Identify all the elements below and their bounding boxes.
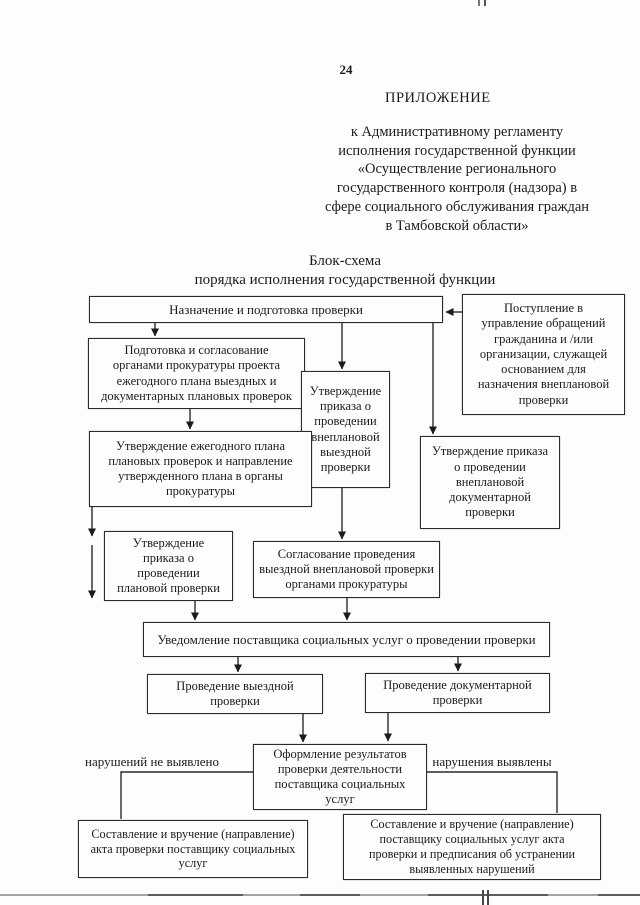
branch-label-no-violations: нарушений не выявлено — [85, 754, 219, 769]
scan-mark-bottom-1 — [482, 890, 484, 905]
branch-label-violations: нарушения выявлены — [432, 754, 552, 769]
flow-box-scheduled-order: Утверждение приказа о проведении планово… — [104, 531, 233, 601]
scan-line-dash-1 — [148, 894, 243, 896]
flow-box-unscheduled-documentary-order: Утверждение приказа о проведении внеплан… — [420, 436, 560, 529]
appendix-heading: ПРИЛОЖЕНИЕ — [385, 90, 491, 106]
flow-box-results-registration: Оформление результатов проверки деятельн… — [253, 744, 427, 810]
flow-box-annual-plan-approval: Утверждение ежегодного плана плановых пр… — [89, 431, 312, 507]
flow-box-incoming-appeals: Поступление в управление обращений гражд… — [462, 294, 625, 415]
flow-box-documentary-inspection: Проведение документарной проверки — [365, 673, 550, 713]
flow-box-notify-provider: Уведомление поставщика социальных услуг … — [143, 622, 550, 657]
flow-box-plan-draft: Подготовка и согласование органами проку… — [88, 338, 305, 409]
flow-box-onsite-inspection: Проведение выездной проверки — [147, 674, 323, 714]
scan-line-dash-4 — [598, 894, 640, 896]
scan-mark-bottom-2 — [487, 890, 489, 905]
flow-box-act-no-violations: Составление и вручение (направление) акт… — [78, 820, 308, 878]
flowchart-title: Блок-схема порядка исполнения государств… — [194, 253, 496, 288]
flow-box-unscheduled-onsite-order: Утверждение приказа о проведении внеплан… — [301, 371, 390, 488]
flow-box-prosecutor-approval: Согласование проведения выездной внеплан… — [253, 541, 440, 598]
scan-line-dash-2 — [300, 894, 360, 896]
flow-box-act-with-order: Составление и вручение (направление) пос… — [343, 814, 601, 880]
page-number: 24 — [339, 62, 353, 77]
flow-box-assign-prepare: Назначение и подготовка проверки — [89, 296, 443, 323]
appendix-reference: к Административному регламенту исполнени… — [324, 124, 590, 234]
scan-artifact-top-2 — [484, 0, 486, 6]
connector-violations — [427, 771, 558, 813]
scan-artifact-top — [478, 0, 480, 6]
connector-no-violations — [120, 771, 253, 819]
